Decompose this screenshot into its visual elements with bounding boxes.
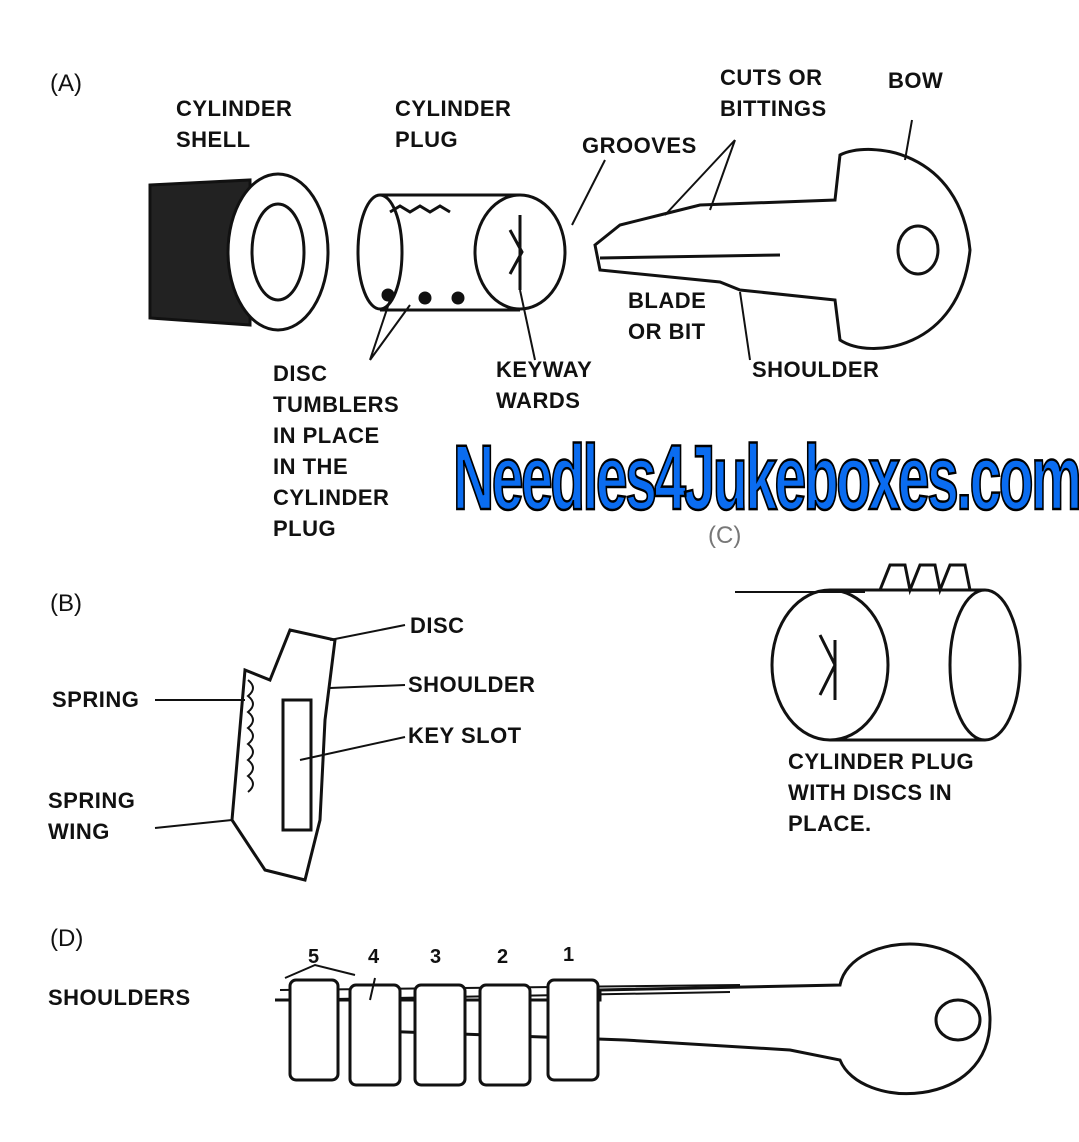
leader-lines-a	[369, 119, 913, 361]
section-b-label: (B)	[50, 590, 82, 617]
cylinder-plug-drawing	[356, 193, 567, 312]
section-a-label: (A)	[50, 70, 82, 97]
label-shoulder-b: SHOULDER	[408, 672, 536, 697]
watermark: Needles4Jukeboxes.com	[452, 427, 1079, 530]
label-shoulders: SHOULDERS	[48, 985, 191, 1010]
disc-number-1: 1	[563, 944, 575, 966]
label-spring: SPRING	[52, 687, 140, 712]
section-c-label: (C)	[708, 522, 742, 549]
disc-number-3: 3	[430, 946, 442, 968]
label-keyway-wards: KEYWAY WARDS	[496, 357, 593, 413]
label-key-slot: KEY SLOT	[408, 723, 522, 748]
label-disc: DISC	[410, 613, 465, 638]
label-bow: BOW	[888, 68, 944, 93]
key-with-discs-drawing	[275, 942, 992, 1096]
label-grooves: GROOVES	[582, 133, 697, 158]
label-cylinder-plug-with-discs: CYLINDER PLUG WITH DISCS IN PLACE.	[788, 749, 975, 836]
key-drawing	[593, 148, 972, 350]
plug-with-discs-drawing	[735, 563, 1022, 742]
label-shoulder-a: SHOULDER	[752, 357, 880, 382]
label-disc-tumblers: DISC TUMBLERS IN PLACE IN THE CYLINDER P…	[273, 361, 400, 541]
disc-number-5: 5	[308, 946, 320, 968]
cylinder-shell-drawing	[148, 172, 330, 332]
disc-number-2: 2	[497, 946, 509, 968]
label-spring-wing: SPRING WING	[48, 788, 136, 844]
disc-number-4: 4	[368, 946, 380, 968]
label-blade-or-bit: BLADE OR BIT	[628, 288, 707, 344]
label-cuts-or-bittings: CUTS OR BITTINGS	[720, 65, 827, 121]
label-cylinder-shell: CYLINDER SHELL	[176, 96, 293, 152]
disc-drawing	[154, 624, 406, 882]
label-cylinder-plug: CYLINDER PLUG	[395, 96, 512, 152]
section-d-label: (D)	[50, 925, 84, 952]
